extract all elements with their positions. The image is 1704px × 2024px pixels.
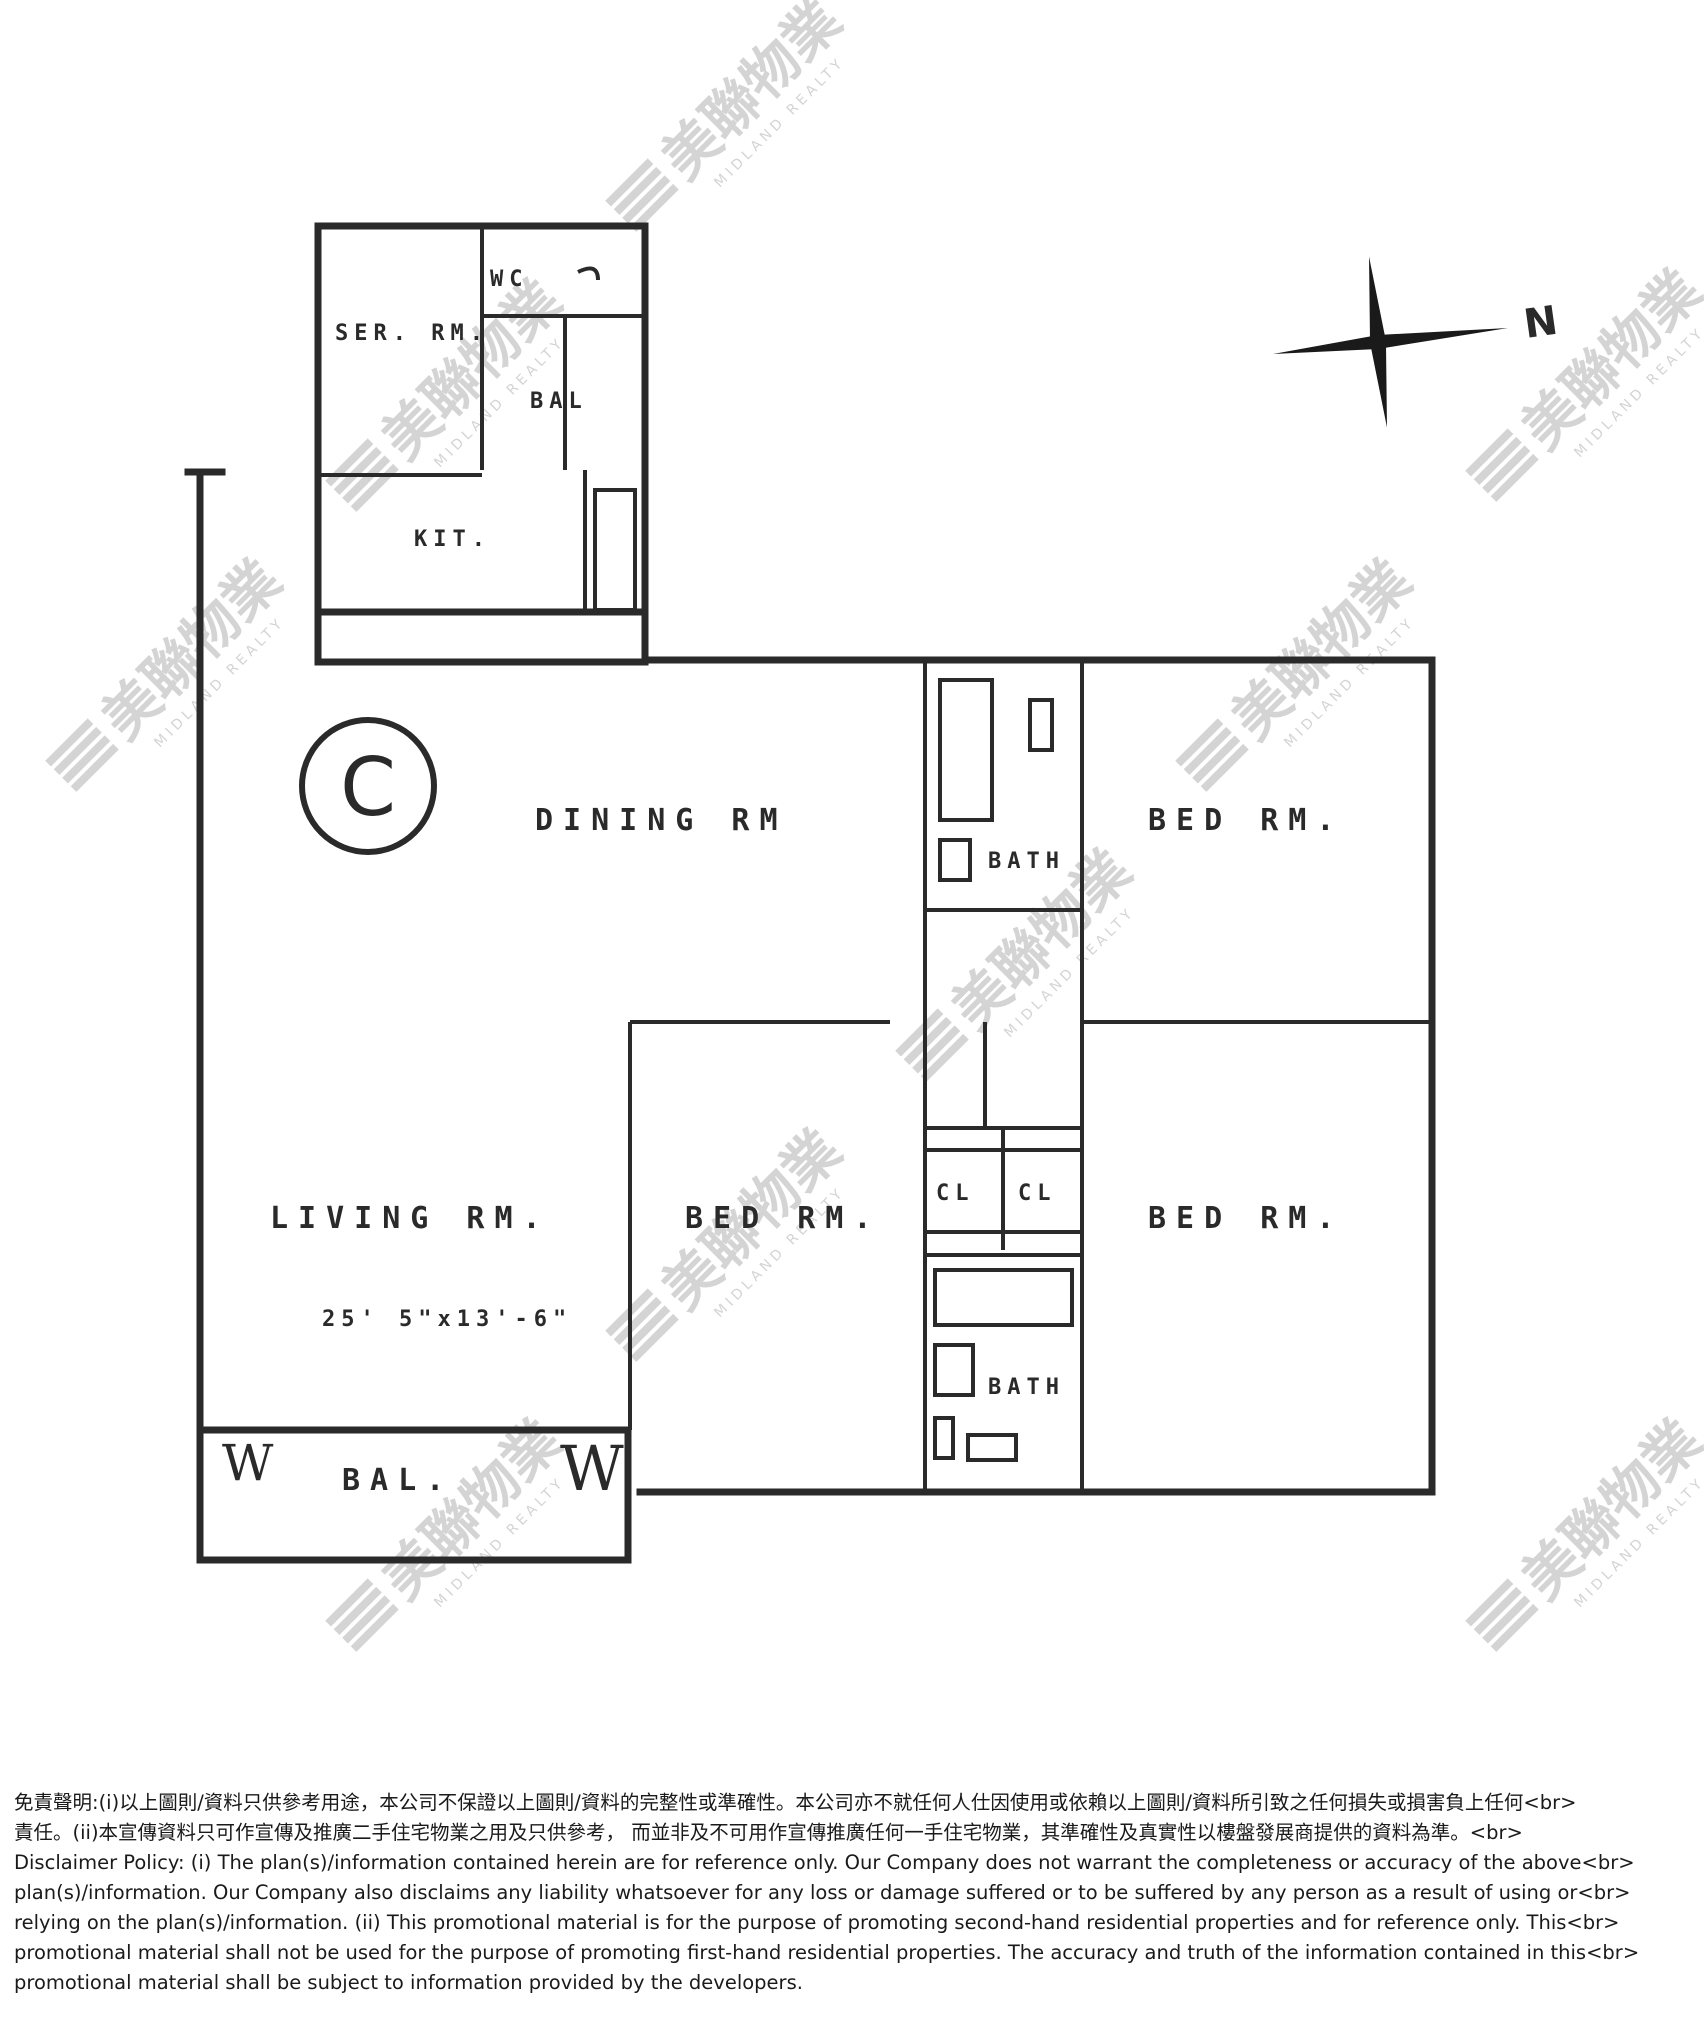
watermark: 美聯物業 MIDLAND REALTY: [45, 548, 294, 792]
room-label-kitchen: KIT.: [414, 527, 491, 552]
room-labels: WC SER. RM. BAL KIT. DINING RM BATH BED …: [222, 267, 1344, 1505]
watermark-logo-icon: [1175, 718, 1249, 792]
watermark: 美聯物業 MIDLAND REALTY: [895, 838, 1144, 1082]
watermark-layer: 美聯物業 MIDLAND REALTY 美聯物業 MIDLAND REALTY …: [45, 0, 1704, 1652]
room-label-dining: DINING RM: [535, 803, 788, 838]
watermark-logo-icon: [325, 1578, 399, 1652]
bath-bottom-fixtures: [933, 1268, 1074, 1462]
room-label-living-dims: 25' 5"x13'-6": [322, 1307, 572, 1332]
room-label-living: LIVING RM.: [270, 1201, 551, 1236]
watermark: 美聯物業 MIDLAND REALTY: [605, 0, 854, 232]
watermark-logo-icon: [45, 718, 119, 792]
closets: [925, 1130, 1082, 1250]
bath-top-fixtures: [938, 678, 1054, 882]
room-label-closet-left: CL: [936, 1181, 975, 1206]
outer-walls: [184, 468, 1436, 1564]
unit-mark: C: [299, 717, 437, 855]
room-label-bal-bottom: BAL.: [342, 1463, 454, 1498]
watermark-logo-icon: [895, 1008, 969, 1082]
watermark: 美聯物業 MIDLAND REALTY: [605, 1118, 854, 1362]
interior-walls: [628, 660, 1432, 1492]
watermark-brand-cn: 美聯物業: [90, 548, 294, 752]
disclaimer-line: promotional material shall be subject to…: [14, 1971, 803, 1994]
room-label-wc: WC: [490, 267, 529, 292]
watermark-brand-cn: 美聯物業: [650, 0, 854, 192]
disclaimer-line: plan(s)/information. Our Company also di…: [14, 1881, 1631, 1904]
floor-plan: 美聯物業 MIDLAND REALTY 美聯物業 MIDLAND REALTY …: [45, 0, 1704, 1652]
unit-mark-label: C: [340, 741, 396, 834]
room-label-bath-top: BATH: [988, 849, 1065, 874]
watermark-logo-icon: [605, 158, 679, 232]
service-block: [314, 222, 649, 666]
disclaimer: 免責聲明:(i)以上圖則/資料只供參考用途，本公司不保證以上圖則/資料的完整性或…: [14, 1788, 1694, 1998]
watermark-brand-cn: 美聯物業: [370, 1408, 574, 1612]
north-arrow-icon: N: [1273, 256, 1561, 428]
watermark-logo-icon: [605, 1288, 679, 1362]
room-label-bath-bottom: BATH: [988, 1375, 1065, 1400]
north-label: N: [1521, 298, 1561, 348]
window-mark-right: W: [560, 1432, 624, 1505]
watermark: 美聯物業 MIDLAND REALTY: [325, 1408, 574, 1652]
disclaimer-line: promotional material shall not be used f…: [14, 1941, 1640, 1964]
watermark-brand-cn: 美聯物業: [1220, 548, 1424, 752]
disclaimer-line: 免責聲明:(i)以上圖則/資料只供參考用途，本公司不保證以上圖則/資料的完整性或…: [14, 1791, 1577, 1814]
room-label-bed-right: BED RM.: [1148, 1201, 1344, 1236]
disclaimer-line: relying on the plan(s)/information. (ii)…: [14, 1911, 1620, 1934]
room-label-bed-middle: BED RM.: [685, 1201, 881, 1236]
watermark-logo-icon: [1465, 1578, 1539, 1652]
watermark-logo-icon: [1465, 428, 1539, 502]
watermark: 美聯物業 MIDLAND REALTY: [1465, 1408, 1704, 1652]
watermark: 美聯物業 MIDLAND REALTY: [1465, 258, 1704, 502]
room-label-servant: SER. RM.: [335, 321, 489, 346]
window-mark-left: W: [222, 1434, 274, 1492]
room-label-bed-top-right: BED RM.: [1148, 803, 1344, 838]
disclaimer-line: 責任。(ii)本宣傳資料只可作宣傳及推廣二手住宅物業之用及只供參考， 而並非及不…: [14, 1821, 1523, 1844]
watermark-brand-cn: 美聯物業: [370, 268, 574, 472]
watermark: 美聯物業 MIDLAND REALTY: [1175, 548, 1424, 792]
disclaimer-line: Disclaimer Policy: (i) The plan(s)/infor…: [14, 1851, 1635, 1874]
room-label-closet-right: CL: [1018, 1181, 1057, 1206]
room-label-bal-top: BAL: [530, 389, 588, 414]
